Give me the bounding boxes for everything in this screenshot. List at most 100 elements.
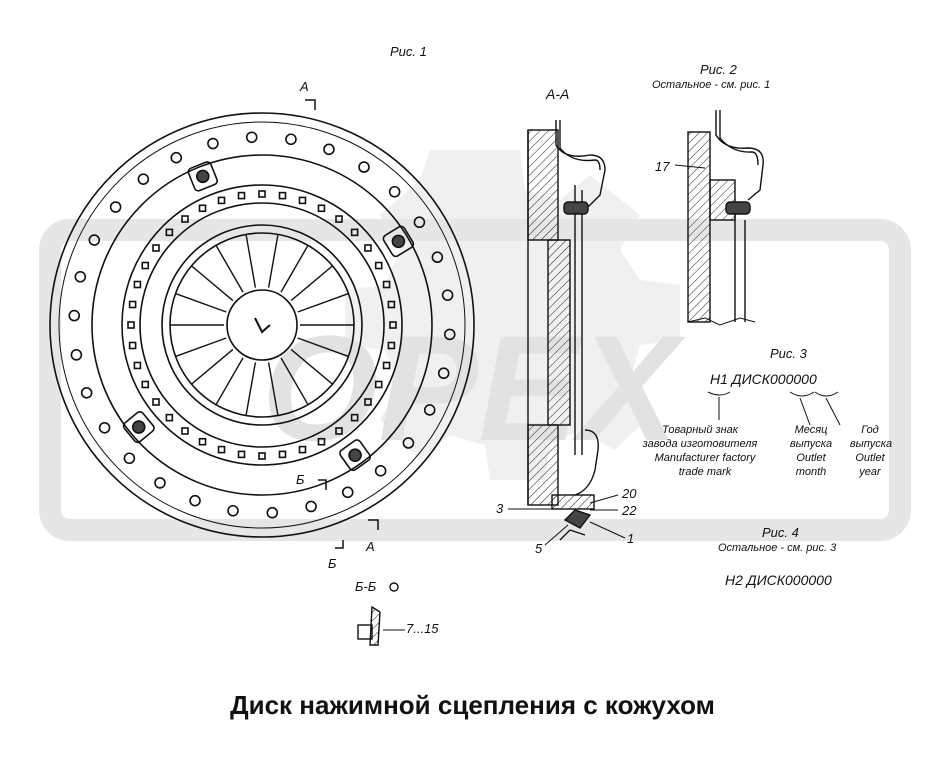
rim-holes [68, 131, 456, 519]
inner-slot [198, 204, 207, 213]
rim-hole [443, 328, 456, 341]
section-bb-label: Б-Б [355, 579, 377, 594]
callout-22: 22 [622, 503, 637, 518]
diaphragm-finger [215, 357, 244, 406]
rim-hole [423, 404, 436, 416]
rim-hole [388, 185, 401, 198]
leader-lines [383, 164, 706, 631]
inner-slot [374, 261, 383, 270]
inner-slot [258, 452, 266, 460]
diaphragm-finger [280, 357, 309, 406]
fig2-label: Рис. 2 [700, 62, 737, 77]
rim-hole [441, 289, 454, 301]
inner-slot [298, 445, 307, 454]
month-en-2: month [795, 466, 827, 478]
rim-hole [88, 234, 101, 246]
diaphragm-finger [191, 348, 234, 385]
rim-hole [374, 465, 387, 477]
fig2-view [687, 110, 764, 326]
front-view [49, 112, 475, 538]
rim-hole [437, 367, 450, 380]
fig3-label: Рис. 3 [770, 346, 807, 361]
inner-slot [387, 300, 396, 309]
diaphragm-finger [267, 234, 279, 288]
inner-slot [350, 228, 359, 237]
rim-hole [413, 216, 426, 229]
diaphragm-finger [290, 265, 333, 302]
inner-slot [165, 413, 174, 422]
diaphragm-outer [121, 184, 403, 466]
rim-hole [266, 506, 279, 519]
year-ru-2: выпуска [849, 438, 893, 450]
bolt-boss [382, 225, 415, 258]
diaphragm-finger [267, 362, 279, 416]
inner-slot [133, 280, 142, 289]
rim-hole [70, 349, 83, 361]
h2-code: Н2 ДИСК000000 [725, 572, 832, 588]
rim-hole [358, 161, 370, 173]
section-aa-label: А-А [546, 86, 570, 102]
rim-hole [431, 251, 444, 264]
section-a-mark-top: А [300, 79, 309, 94]
inner-slot [258, 190, 266, 198]
rim-hole [74, 270, 87, 283]
inner-slot [278, 191, 287, 200]
inner-slot [181, 427, 189, 435]
inner-slot [382, 280, 391, 289]
month-ru-1: Месяц [794, 424, 828, 436]
rim-hole [170, 151, 183, 164]
rim-hole [109, 201, 122, 213]
inner-slot [389, 321, 397, 329]
rim-hole [323, 143, 335, 156]
diaphragm-finger [280, 244, 309, 293]
inner-slot [382, 361, 391, 370]
inner-slot [374, 380, 383, 389]
year-en-2: year [859, 466, 881, 478]
inner-slot [278, 450, 287, 459]
rim-hole [305, 500, 317, 513]
inner-slot [364, 398, 372, 406]
bolt-head [131, 420, 146, 434]
callout-5: 5 [535, 541, 543, 556]
year-ru-1: Год [861, 424, 879, 436]
inner-slot [165, 228, 174, 237]
rim-hole [137, 173, 150, 185]
inner-slot [298, 196, 307, 205]
inner-slot [217, 196, 226, 205]
diaphragm-finger [245, 234, 257, 288]
rim-hole [227, 504, 239, 517]
rim-hole [245, 131, 258, 144]
inner-slot [387, 341, 396, 350]
rim-hole [80, 386, 93, 399]
center-hole [226, 289, 298, 361]
trademark-en-1: Manufacturer factory [654, 452, 756, 464]
inner-slot [128, 341, 137, 350]
callout-17: 17 [655, 159, 670, 174]
watermark-logo [39, 150, 911, 541]
section-aa-view [527, 120, 606, 541]
section-a-mark-bottom: А [366, 539, 375, 554]
diaphragm-finger [175, 292, 227, 313]
inner-slot [335, 215, 343, 223]
rim-hole [98, 421, 111, 434]
bolt-head [391, 234, 406, 249]
bolt-bosses [122, 161, 415, 472]
fig4-label: Рис. 4 [762, 525, 799, 540]
inner-slot [317, 437, 326, 446]
fig2-note: Остальное - см. рис. 1 [652, 79, 771, 91]
section-markers [305, 99, 379, 549]
diaphragm-finger [297, 292, 349, 313]
fig1-label: Рис. 1 [390, 44, 427, 59]
inner-slot [141, 261, 150, 270]
inner-slot [127, 321, 135, 329]
inner-slot [335, 427, 343, 435]
diaphragm-finger [297, 337, 349, 358]
inner-slot [217, 445, 226, 454]
callout-7-15: 7...15 [406, 621, 439, 636]
trademark-ru-2: завода изготовителя [642, 438, 758, 450]
fig4-note: Остальное - см. рис. 3 [718, 542, 837, 554]
trademark-en-2: trade mark [678, 466, 732, 478]
callout-1: 1 [627, 531, 635, 546]
